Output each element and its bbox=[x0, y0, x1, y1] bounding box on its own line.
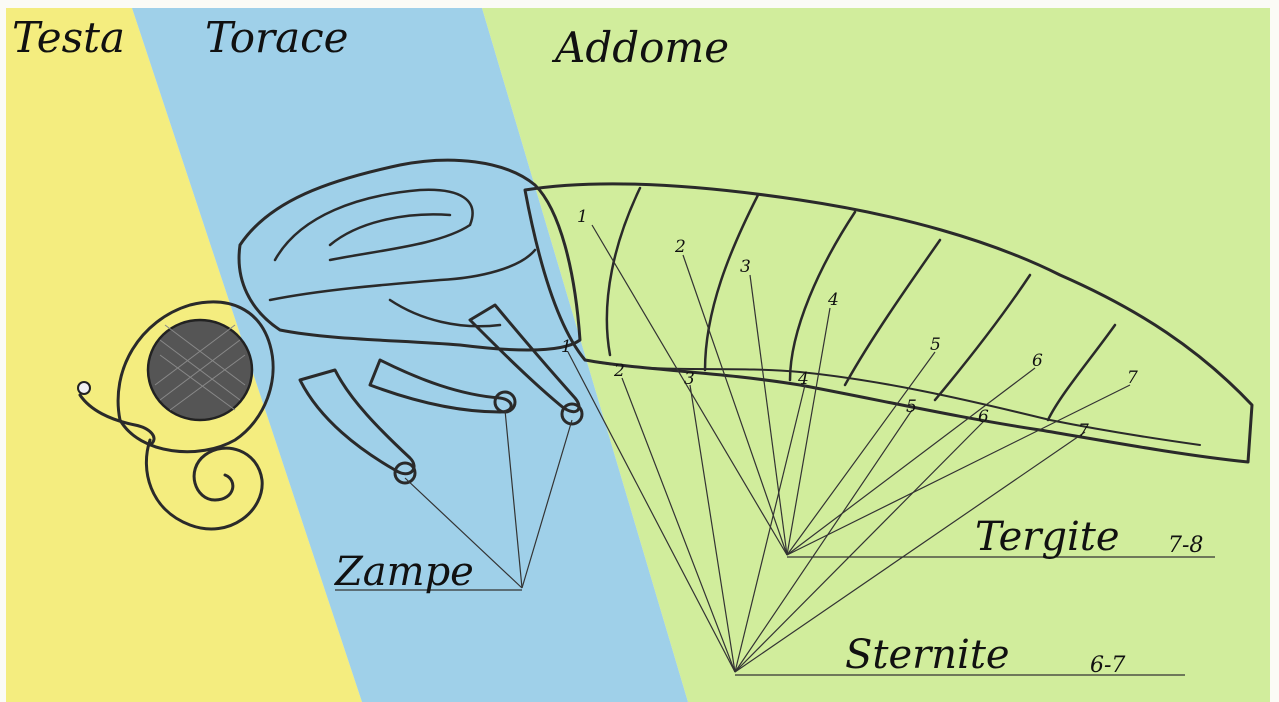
legs-label: Zampe bbox=[333, 549, 474, 595]
sternite-number-1: 1 bbox=[561, 337, 572, 357]
abdomen-region-label: Addome bbox=[551, 23, 729, 72]
sternite-number-5: 5 bbox=[906, 397, 917, 417]
head-region-label: Testa bbox=[12, 13, 125, 62]
sternite-label: Sternite bbox=[845, 632, 1010, 678]
tergite-number-6: 6 bbox=[1032, 351, 1043, 371]
tergite-label: Tergite bbox=[975, 514, 1120, 560]
sternite-number-6: 6 bbox=[978, 407, 989, 427]
tergite-range-label: 7-8 bbox=[1168, 533, 1203, 558]
tergite-number-2: 2 bbox=[674, 237, 686, 257]
tergite-number-1: 1 bbox=[577, 207, 588, 227]
tergite-number-3: 3 bbox=[740, 257, 751, 277]
sternite-number-4: 4 bbox=[797, 369, 809, 389]
thorax-region-label: Torace bbox=[205, 13, 349, 62]
tergite-number-7: 7 bbox=[1127, 368, 1138, 388]
tergite-number-5: 5 bbox=[930, 335, 941, 355]
sternite-number-3: 3 bbox=[684, 369, 695, 389]
sternite-number-7: 7 bbox=[1078, 421, 1089, 441]
sternite-number-2: 2 bbox=[613, 361, 625, 381]
sternite-range-label: 6-7 bbox=[1090, 653, 1125, 678]
tergite-number-4: 4 bbox=[827, 290, 839, 310]
antenna-tip bbox=[78, 382, 90, 394]
